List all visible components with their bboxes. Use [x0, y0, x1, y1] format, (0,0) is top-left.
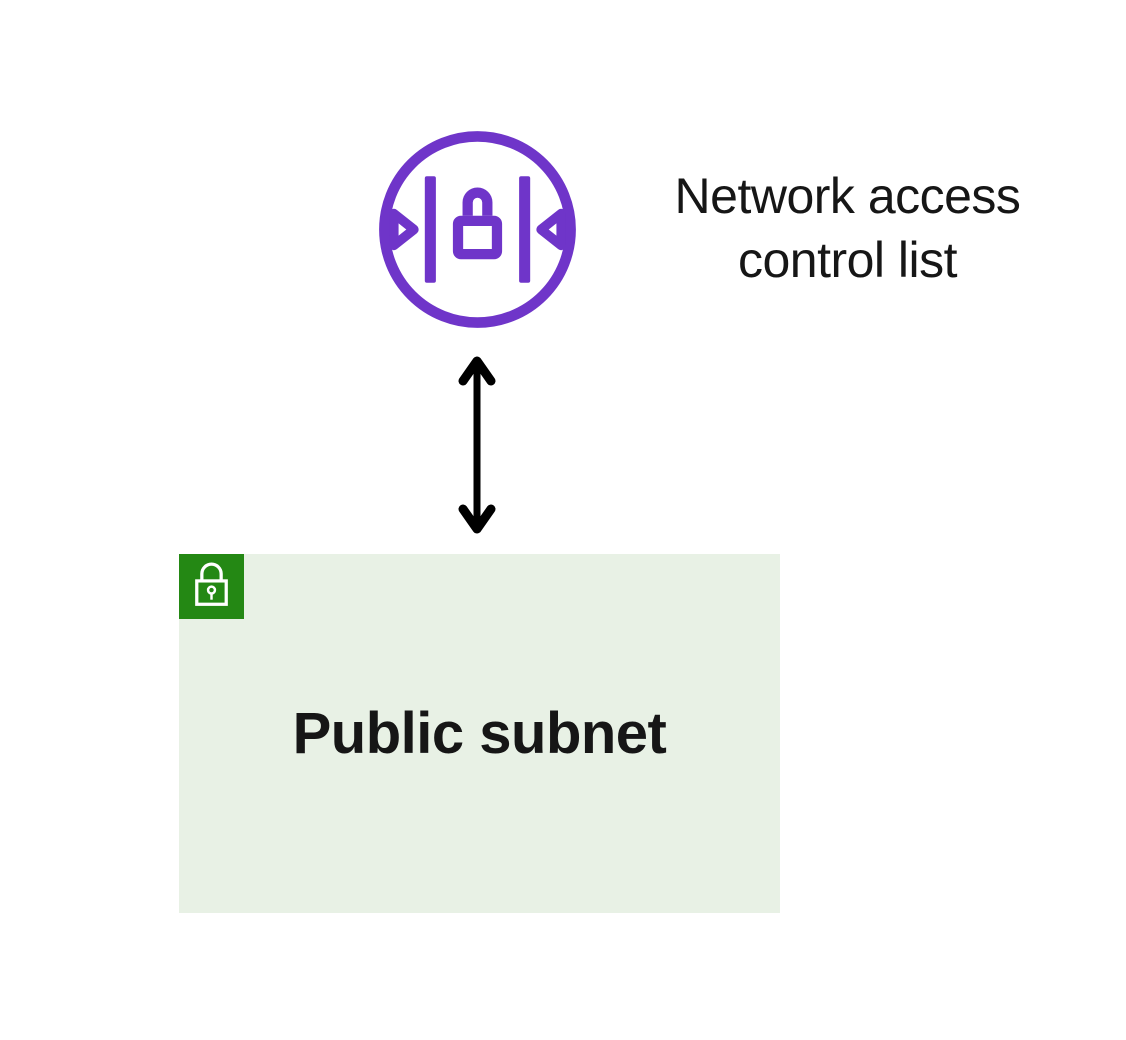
public-subnet-label: Public subnet	[292, 701, 667, 766]
double-headed-arrow-graphic	[458, 356, 496, 534]
network-acl-icon	[375, 127, 580, 332]
public-subnet-group: Public subnet	[179, 554, 780, 913]
subnet-lock-badge	[179, 554, 244, 619]
lock-icon	[195, 562, 228, 606]
network-acl-label: Network access control list	[674, 168, 1021, 288]
network-acl-icon-graphic	[379, 131, 576, 328]
double-headed-arrow-icon	[457, 354, 497, 536]
